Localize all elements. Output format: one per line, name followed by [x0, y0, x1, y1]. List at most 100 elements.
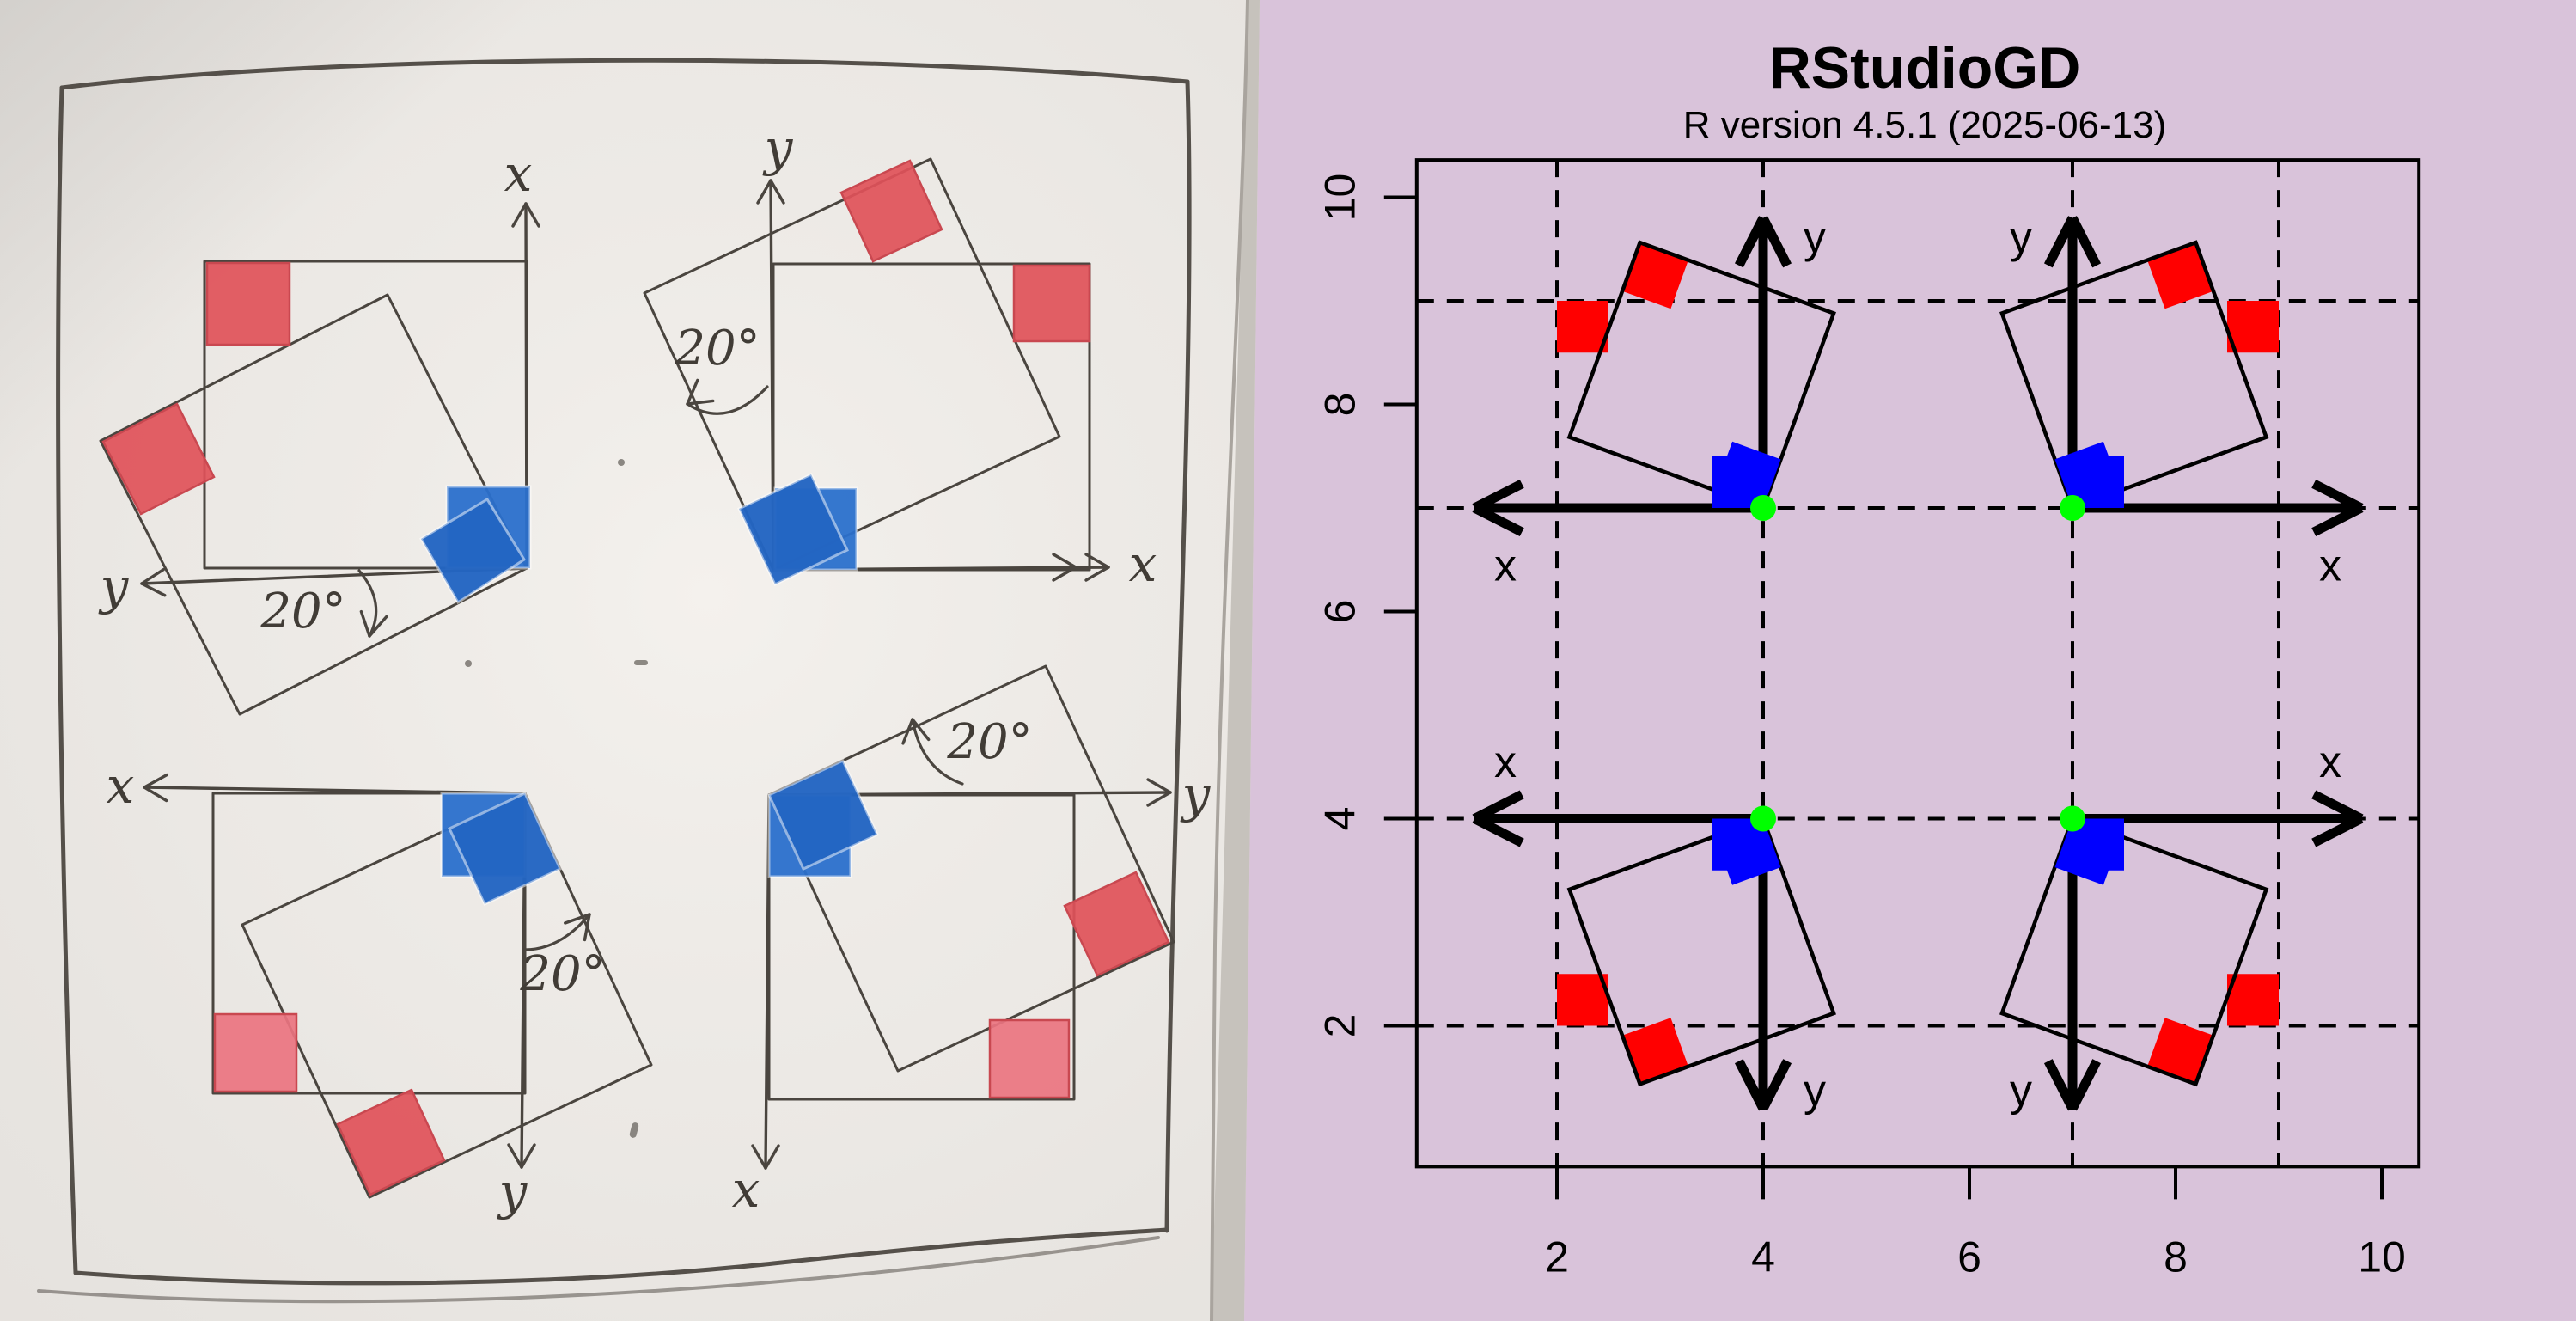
sketch-arrowhead — [751, 1144, 767, 1170]
sketch-angle-label: 20° — [946, 714, 1032, 770]
sketch-red-square-rotated — [839, 159, 943, 263]
y-arrowhead — [1759, 216, 1792, 268]
sketch-angle-arc-arrowhead — [686, 378, 699, 406]
sketch-square-aligned — [203, 260, 528, 570]
origin-dot — [1750, 805, 1776, 832]
x-tick-label: 2 — [1545, 1232, 1569, 1281]
red-square-aligned — [2227, 301, 2279, 353]
sketch-red-square-aligned — [205, 261, 291, 346]
rotated-square-outline — [1566, 816, 1836, 1087]
sketch-arrowhead — [511, 202, 528, 228]
plot-box — [1414, 158, 2421, 1169]
rotated-square-outline — [1999, 816, 2269, 1087]
sketch-angle-arc-arrowhead — [368, 615, 388, 638]
y-tick-label: 10 — [1315, 174, 1364, 222]
sketch-square-rotated — [241, 792, 653, 1199]
sketch-red-square-rotated — [1063, 871, 1170, 977]
sketch-red-square-rotated — [336, 1088, 446, 1196]
sketch-y-label: y — [762, 119, 794, 177]
y-arrowhead — [1734, 216, 1767, 268]
purple-backdrop-sliver — [1244, 0, 1289, 1321]
origin-dot — [2060, 805, 2085, 832]
plot-background — [1289, 0, 2576, 1321]
sketch-square-rotated — [643, 157, 1061, 572]
sketch-square-aligned — [211, 792, 527, 1095]
origin-dot — [1750, 495, 1776, 521]
x-tick-label: 8 — [2164, 1232, 2188, 1281]
sketch-arrowhead — [140, 568, 165, 585]
x-arrowhead — [1472, 814, 1524, 847]
plot-title: RStudioGD — [1769, 35, 2081, 101]
paper-edge-line — [1210, 0, 1249, 1321]
y-axis-label: y — [2010, 212, 2032, 262]
sketch-square-aligned — [772, 262, 1091, 572]
sketch-angle-arc — [523, 913, 591, 951]
y-arrowhead — [2068, 1059, 2102, 1111]
y-arrowhead — [2068, 216, 2102, 268]
y-arrowhead — [2043, 216, 2077, 268]
x-arrowhead — [2311, 504, 2364, 537]
sketch-red-square-rotated — [101, 402, 216, 516]
stray-pen-marks — [465, 459, 648, 1138]
figure-axes: xy — [1472, 212, 1826, 590]
sketch-angle-arc-arrowhead — [901, 718, 914, 745]
blue-square-rotated — [1714, 441, 1781, 508]
figure-bottom-right: xy — [1999, 737, 2364, 1116]
sketch-square-aligned — [767, 793, 1076, 1101]
rotated-square-outline — [1566, 240, 1836, 511]
sketch-y-label: y — [98, 557, 130, 615]
sketch-y-label: y — [497, 1162, 528, 1220]
sketch-figure-top-right: x y 20° — [643, 119, 1157, 593]
sketch-blue-square-rotated — [736, 473, 850, 586]
red-square-rotated — [2147, 1018, 2213, 1085]
sketch-angle-arc — [911, 718, 964, 786]
r-graphics-device-panel: RStudioGD R version 4.5.1 (2025-06-13) 2… — [1289, 0, 2576, 1321]
paper-corner-shade — [0, 0, 773, 602]
sketch-angle-arc-arrowhead — [911, 718, 931, 742]
sketch-border — [37, 58, 1192, 1304]
rotated-square-outline — [1999, 240, 2269, 511]
y-tick-label: 4 — [1315, 807, 1364, 831]
sketch-blue-square-rotated — [767, 759, 879, 871]
x-arrowhead — [2311, 790, 2364, 823]
sketch-figure-bottom-left: x y 20° — [107, 756, 653, 1220]
sketch-angle-label: 20° — [674, 321, 760, 376]
x-arrowhead — [2311, 814, 2364, 847]
sketch-angle-arc — [686, 385, 769, 415]
red-square-aligned — [2227, 974, 2279, 1026]
sketch-square-rotated — [99, 293, 528, 716]
sketch-red-square-aligned — [213, 1012, 298, 1093]
sketch-angle-arc-arrowhead — [564, 913, 591, 925]
origin-dot — [2060, 495, 2085, 521]
y-axis-label: y — [1804, 1066, 1826, 1116]
r-plot: RStudioGD R version 4.5.1 (2025-06-13) 2… — [1289, 0, 2576, 1321]
x-axis-label: x — [2319, 541, 2341, 590]
x-tick-label: 6 — [1957, 1232, 1981, 1281]
sketch-square-rotated — [767, 664, 1175, 1073]
sketch-angle-arc — [357, 569, 378, 638]
sketch-red-square-aligned — [988, 1018, 1071, 1099]
sketch-angle-label: 20° — [519, 946, 605, 1002]
red-square-aligned — [1557, 974, 1608, 1026]
blue-square-rotated — [2054, 441, 2121, 508]
sketch-arrowhead — [520, 1143, 536, 1169]
y-arrowhead — [2043, 1059, 2077, 1111]
blue-square-rotated — [1714, 818, 1781, 885]
x-arrowhead — [1472, 790, 1524, 823]
y-tick-label: 6 — [1315, 600, 1364, 624]
x-arrowhead — [2311, 479, 2364, 512]
sketch-x-label: x — [107, 756, 135, 815]
plot-subtitle: R version 4.5.1 (2025-06-13) — [1683, 104, 2167, 146]
x-axis-label: x — [2319, 737, 2341, 787]
sketch-arrowhead — [1084, 566, 1110, 582]
sketch-arrowhead — [507, 1143, 523, 1169]
y-arrowhead — [1734, 1059, 1767, 1111]
x-tick-label: 4 — [1751, 1232, 1775, 1281]
sketch-arrowhead — [1146, 778, 1172, 794]
sketch-x-label: x — [1129, 535, 1157, 593]
sketch-blue-square-rotated — [418, 497, 527, 605]
sketch-angle-arc-arrowhead — [686, 399, 715, 406]
